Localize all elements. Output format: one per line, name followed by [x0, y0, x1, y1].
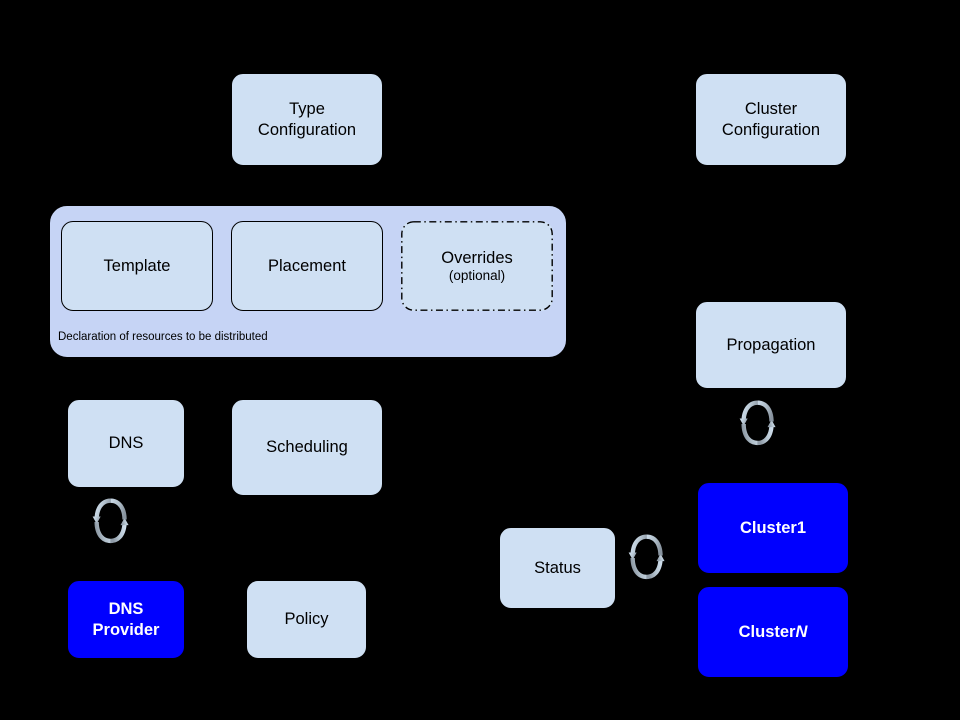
sync-arrows-propagation-to-cluster-1 — [739, 400, 776, 446]
type-configuration-line2: Configuration — [257, 120, 357, 139]
overrides-line1: Overrides — [441, 248, 513, 267]
overrides-line2: (optional) — [448, 267, 506, 283]
type-configuration-line1: Type — [289, 100, 325, 119]
cluster-1-index: 1 — [796, 518, 807, 537]
node-overrides[interactable]: Overrides (optional) — [401, 221, 553, 311]
node-policy[interactable]: Policy — [246, 580, 367, 659]
dns-provider-line2: Provider — [92, 620, 160, 639]
group-caption: Declaration of resources to be distribut… — [58, 331, 268, 343]
cluster-1-prefix: Cluster — [739, 518, 797, 537]
sync-arrows-dns-to-dns-provider — [92, 498, 129, 544]
node-type-configuration[interactable]: Type Configuration — [231, 73, 383, 166]
node-propagation[interactable]: Propagation — [695, 301, 847, 389]
node-status[interactable]: Status — [499, 527, 616, 609]
node-scheduling[interactable]: Scheduling — [231, 399, 383, 496]
status-label: Status — [534, 558, 581, 577]
template-label: Template — [103, 256, 171, 275]
placement-label: Placement — [268, 256, 346, 275]
policy-label: Policy — [284, 610, 329, 629]
cluster-n-index: N — [795, 622, 808, 641]
cluster-configuration-line1: Cluster — [744, 100, 798, 119]
scheduling-label: Scheduling — [266, 438, 348, 457]
node-cluster-configuration[interactable]: Cluster Configuration — [695, 73, 847, 166]
node-dns[interactable]: DNS — [67, 399, 185, 488]
cluster-configuration-line2: Configuration — [721, 120, 821, 139]
node-cluster-n[interactable]: Cluster N — [697, 586, 849, 678]
node-template[interactable]: Template — [61, 221, 213, 311]
node-placement[interactable]: Placement — [231, 221, 383, 311]
cluster-n-prefix: Cluster — [738, 622, 796, 641]
dns-provider-line1: DNS — [108, 600, 144, 619]
node-dns-provider[interactable]: DNS Provider — [67, 580, 185, 659]
propagation-label: Propagation — [726, 335, 816, 354]
sync-arrows-status-to-clusters — [628, 534, 665, 580]
dns-label: DNS — [108, 434, 144, 453]
node-cluster-1[interactable]: Cluster 1 — [697, 482, 849, 574]
